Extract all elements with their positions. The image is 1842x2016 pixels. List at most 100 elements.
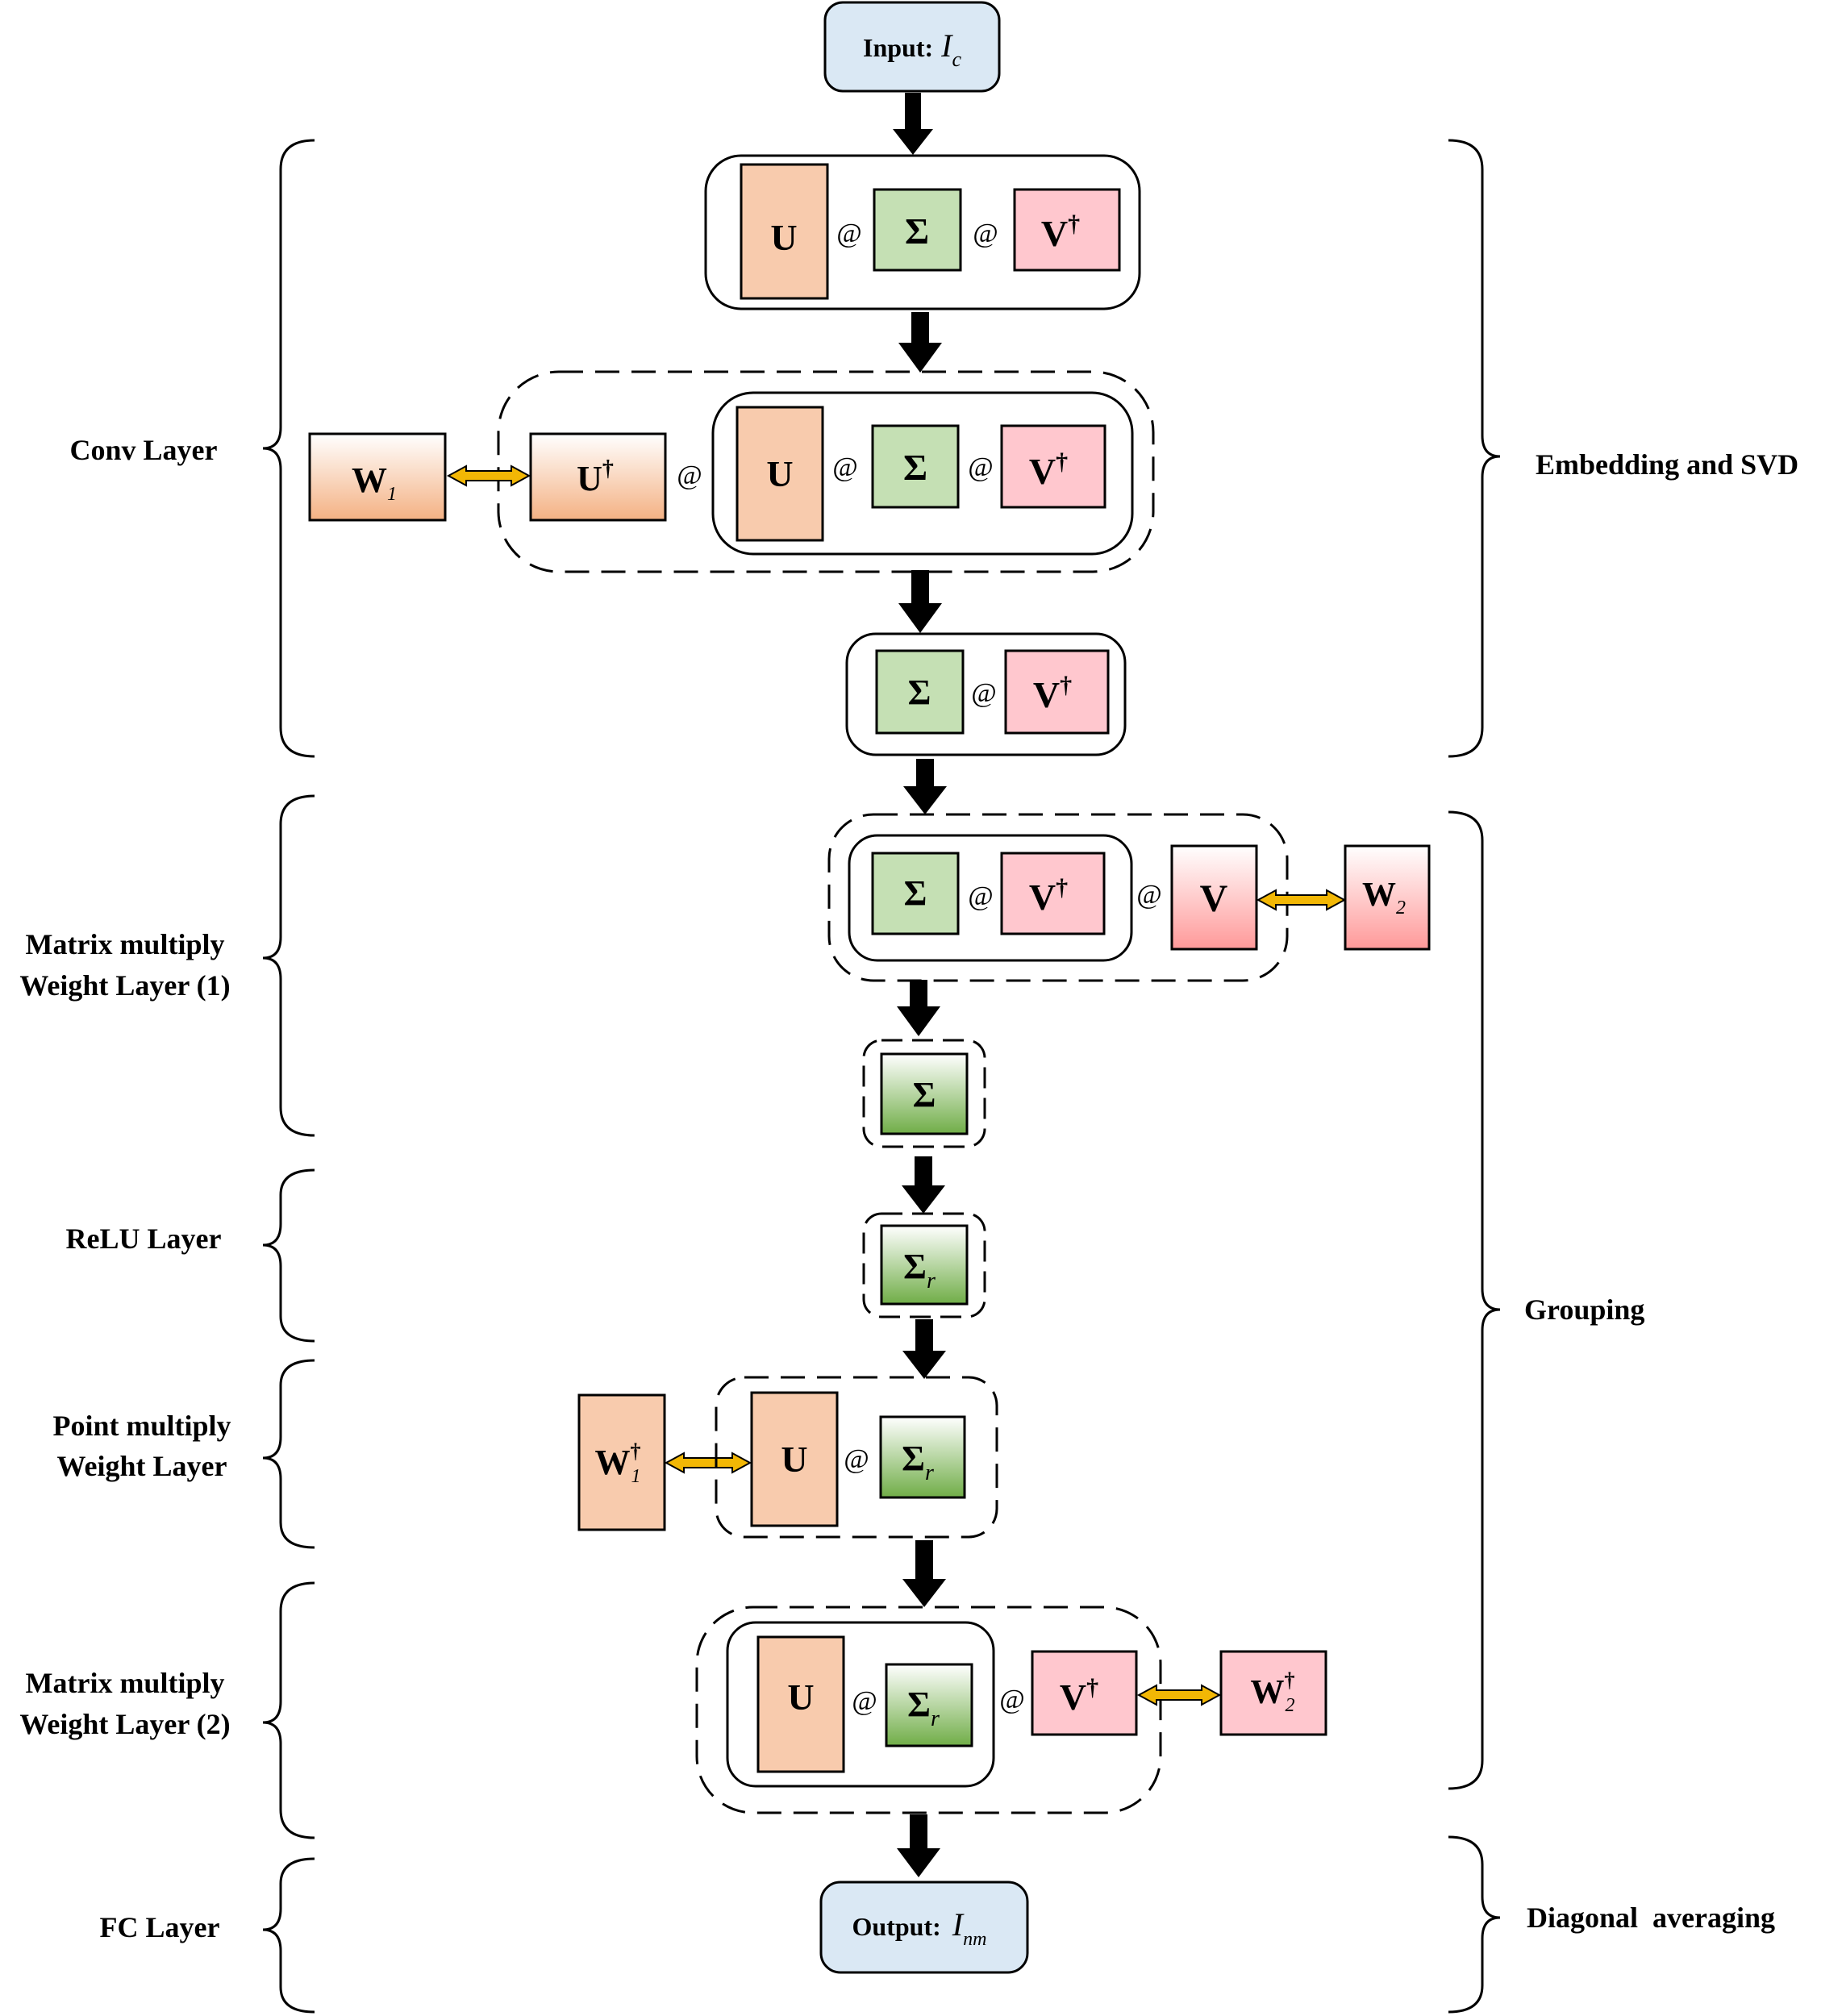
sigma-r-symbol: Σr	[903, 1247, 936, 1293]
sigma-r-matrix	[879, 1415, 966, 1499]
v-dagger-symbol: V†	[1033, 672, 1072, 715]
w2-dagger-symbol: W†2	[1251, 1668, 1295, 1716]
sigma-r-dashed-group	[862, 1212, 986, 1318]
v-dagger-matrix	[1000, 852, 1106, 935]
sigma-r-matrix	[880, 1224, 969, 1306]
at-symbol: @	[968, 452, 993, 482]
flow-arrow	[893, 93, 933, 155]
bidirectional-arrow	[1256, 889, 1347, 911]
at-symbol: @	[968, 881, 993, 911]
label-mm2-line2: Weight Layer (2)	[19, 1708, 230, 1740]
brace-relu	[262, 1168, 315, 1343]
w1-dagger-symbol: W†1	[595, 1439, 641, 1487]
brace-mm2	[262, 1581, 315, 1839]
label-fc-layer: FC Layer	[100, 1911, 220, 1943]
flow-arrow	[902, 1156, 945, 1214]
at-symbol: @	[971, 678, 996, 708]
brace-grouping	[1448, 810, 1501, 1790]
sigma-matrix	[871, 424, 960, 509]
svd-group	[704, 154, 1141, 310]
v-dagger-symbol: V†	[1029, 448, 1068, 492]
sigma-r-symbol: Σr	[907, 1685, 940, 1731]
sigma-v-group	[848, 834, 1133, 962]
input-label: Input:Ic	[863, 27, 961, 71]
input-box	[823, 1, 1001, 93]
v-dagger-matrix	[1004, 649, 1110, 735]
sigma-matrix	[875, 649, 965, 735]
bidirectional-arrow	[664, 1452, 752, 1474]
flow-arrow	[902, 1540, 946, 1607]
output-box	[819, 1881, 1029, 1974]
sigma-matrix	[873, 188, 962, 272]
sigma-matrix	[871, 852, 960, 935]
v-symbol: V	[1200, 877, 1228, 920]
w1-matrix	[308, 432, 447, 522]
brace-conv	[262, 139, 315, 758]
w2-symbol: W2	[1362, 877, 1406, 918]
brace-fc	[262, 1857, 315, 2014]
u-symbol: U	[787, 1677, 814, 1718]
u-symbol: U	[781, 1439, 807, 1480]
at-symbol: @	[836, 219, 861, 248]
sigma-v-group	[845, 632, 1127, 756]
sigma-symbol: Σ	[904, 873, 927, 913]
brace-diagonal	[1448, 1835, 1501, 2014]
flow-arrow	[898, 312, 942, 373]
sigma-matrix	[880, 1052, 969, 1135]
output-label: Output:Inm	[852, 1906, 987, 1950]
u-dagger-matrix	[529, 432, 667, 522]
v-dagger-symbol: V†	[1041, 210, 1080, 254]
flow-arrows	[893, 93, 947, 1877]
sigma-symbol: Σ	[903, 447, 927, 488]
at-symbol: @	[852, 1686, 877, 1716]
label-embedding-svd: Embedding and SVD	[1536, 448, 1798, 481]
at-symbol: @	[973, 219, 998, 248]
flow-arrow	[902, 1319, 946, 1379]
v-dagger-matrix	[1031, 1650, 1138, 1736]
label-relu-layer: ReLU Layer	[66, 1223, 222, 1255]
label-grouping: Grouping	[1524, 1293, 1644, 1326]
sigma-symbol: Σ	[905, 210, 929, 252]
flow-arrow	[897, 1814, 940, 1877]
brace-mm1	[262, 794, 315, 1137]
at-symbol: @	[999, 1685, 1024, 1714]
at-symbol: @	[832, 452, 857, 482]
brace-pm	[262, 1359, 315, 1549]
v-dagger-matrix	[1013, 188, 1121, 272]
label-mm1-line2: Weight Layer (1)	[19, 969, 230, 1002]
label-conv-layer: Conv Layer	[70, 434, 218, 466]
u-symbol: U	[766, 453, 793, 494]
sigma-r-symbol: Σr	[902, 1439, 934, 1485]
sigma-symbol: Σ	[908, 673, 931, 712]
u-matrix	[740, 163, 829, 300]
sigma-r-matrix	[885, 1663, 973, 1747]
u-matrix	[736, 406, 824, 542]
w1-symbol: W1	[352, 460, 397, 505]
at-symbol: @	[1136, 880, 1161, 910]
mm2-dashed-group	[695, 1606, 1162, 1814]
u-matrix	[756, 1635, 845, 1773]
u-dagger-symbol: U†	[577, 456, 614, 498]
at-symbol: @	[844, 1444, 869, 1474]
w2-dagger-matrix	[1219, 1650, 1327, 1736]
v-dagger-symbol: V†	[1060, 1674, 1098, 1718]
v-dagger-matrix	[1000, 424, 1106, 509]
label-diagonal-averaging: Diagonal averaging	[1527, 1901, 1775, 1934]
at-symbol: @	[677, 460, 702, 490]
flow-arrow	[897, 980, 940, 1036]
label-pm-line1: Point multiply	[52, 1410, 231, 1442]
bidirectional-arrow	[1136, 1684, 1222, 1706]
svd-group	[711, 391, 1134, 556]
u-matrix	[750, 1391, 839, 1527]
u-symbol: U	[770, 217, 797, 258]
bidirectional-arrow	[446, 464, 531, 487]
sigma-symbol: Σ	[913, 1075, 936, 1114]
flow-arrow	[903, 759, 947, 814]
flow-arrow	[898, 570, 942, 633]
w2-matrix	[1344, 844, 1431, 951]
sigma-dashed-group	[862, 1039, 986, 1148]
label-pm-line2: Weight Layer	[57, 1450, 227, 1482]
v-dagger-symbol: V†	[1029, 874, 1068, 918]
u-sigma-group	[726, 1621, 995, 1788]
